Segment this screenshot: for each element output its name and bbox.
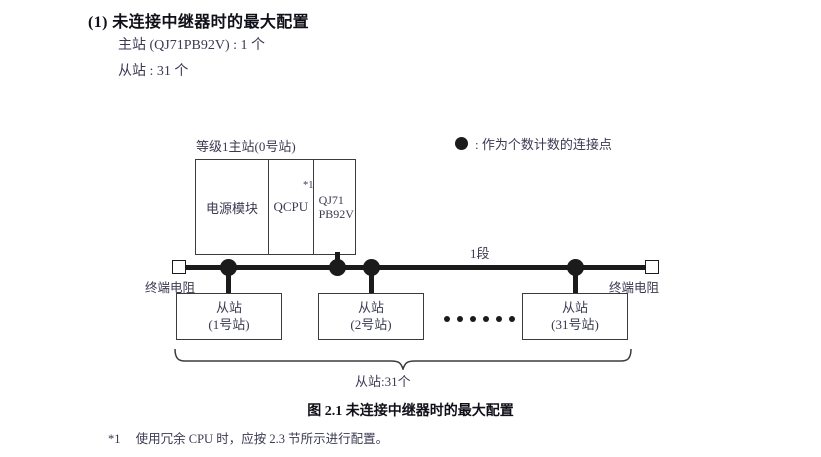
slave-label-line1: 从站	[561, 300, 588, 316]
master-station-box: 电源模块 QCPU *1 QJ71 PB92V	[195, 159, 356, 255]
connection-node-dot	[363, 259, 380, 276]
slave-drop-line	[573, 268, 578, 295]
slave-group-brace	[174, 348, 632, 370]
slave-label-line1: 从站	[215, 300, 242, 316]
slave-group-count-label: 从站:31个	[355, 374, 411, 389]
cpu-module-cell: QCPU *1	[269, 160, 314, 254]
master-station-spec: 主站 (QJ71PB92V) : 1 个	[118, 38, 266, 53]
bus-line	[178, 265, 648, 270]
legend: : 作为个数计数的连接点	[455, 134, 612, 153]
ellipsis-dot	[483, 316, 489, 322]
master-station-label: 等级1主站(0号站)	[196, 139, 296, 154]
terminating-resistor-right-label: 终端电阻	[609, 281, 660, 295]
connection-node-dot	[220, 259, 237, 276]
ellipsis-dot	[470, 316, 476, 322]
slave-station-box-1: 从站 (1号站)	[176, 293, 282, 340]
slave-label-line2: (2号站)	[350, 316, 392, 332]
filled-circle-icon	[455, 137, 468, 150]
ellipsis-dot	[496, 316, 502, 322]
footnote-marker: *1	[108, 432, 121, 446]
footnote: *1 使用冗余 CPU 时，应按 2.3 节所示进行配置。	[108, 428, 388, 447]
ellipsis-dot	[444, 316, 450, 322]
slave-label-line2: (1号站)	[208, 316, 250, 332]
terminating-resistor-left-label: 终端电阻	[145, 281, 196, 295]
power-module-cell: 电源模块	[196, 160, 270, 254]
slave-drop-line	[226, 268, 231, 295]
slave-station-box-2: 从站 (2号站)	[318, 293, 424, 340]
connection-node-dot	[567, 259, 584, 276]
terminating-resistor-left-icon	[172, 260, 186, 274]
network-module-cell: QJ71 PB92V	[314, 160, 356, 254]
terminating-resistor-right-icon	[645, 260, 659, 274]
segment-label: 1段	[470, 246, 490, 261]
ellipsis-dot	[509, 316, 515, 322]
slave-label-line1: 从站	[357, 300, 384, 316]
slave-drop-line	[369, 268, 374, 295]
slave-label-line2: (31号站)	[551, 316, 599, 332]
footnote-text: 使用冗余 CPU 时，应按 2.3 节所示进行配置。	[135, 432, 389, 446]
legend-label: : 作为个数计数的连接点	[475, 137, 612, 152]
figure-caption: 图 2.1 未连接中继器时的最大配置	[307, 404, 514, 419]
network-module-label-line2: PB92V	[318, 207, 354, 221]
page-title: (1) 未连接中继器时的最大配置	[88, 14, 310, 31]
slave-station-spec: 从站 : 31 个	[118, 64, 189, 79]
cpu-footnote-marker: *1	[303, 180, 314, 191]
power-module-label: 电源模块	[206, 200, 259, 216]
ellipsis-dots	[444, 316, 515, 322]
slave-station-box-31: 从站 (31号站)	[522, 293, 628, 340]
connection-node-dot	[329, 259, 346, 276]
network-module-label-line1: QJ71	[318, 192, 344, 207]
ellipsis-dot	[457, 316, 463, 322]
cpu-module-label: QCPU	[273, 199, 309, 214]
